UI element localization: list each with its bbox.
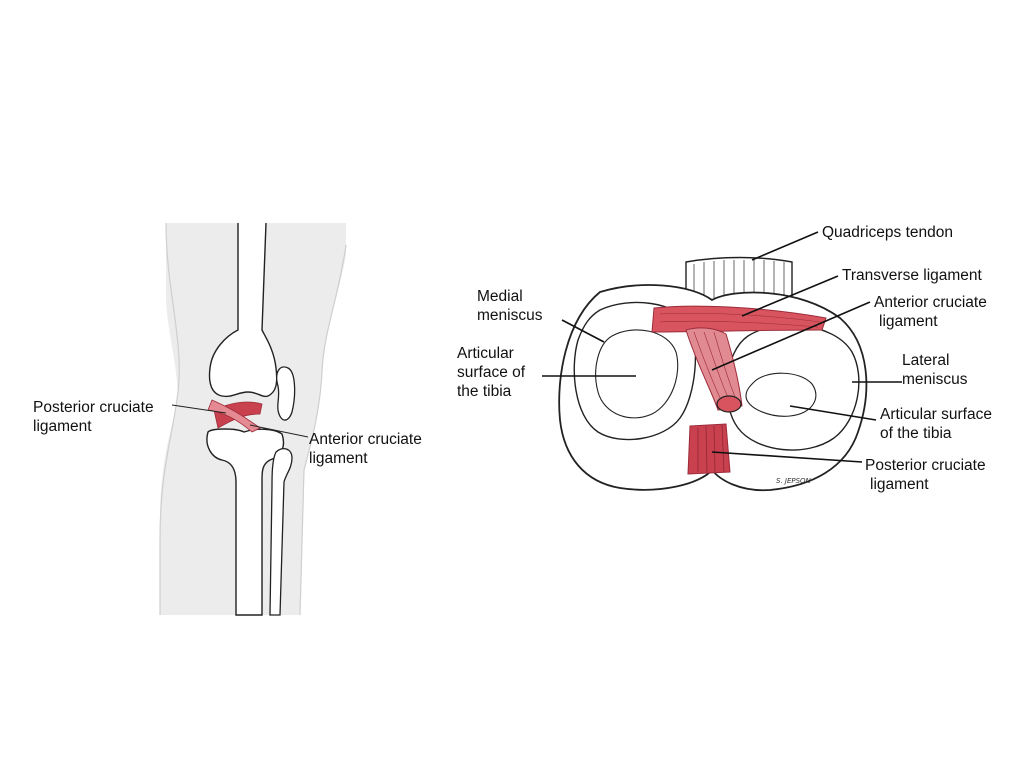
label-articular-surface-medial: Articular surface of the tibia xyxy=(457,345,526,400)
label-articular-surface-lateral: Articular surface of the tibia xyxy=(880,406,992,442)
leader-anterior-cruciate-top xyxy=(711,301,871,371)
knee-front-view xyxy=(159,222,347,616)
label-quadriceps-tendon: Quadriceps tendon xyxy=(822,224,953,241)
label-anterior-cruciate-front: Anterior cruciate ligament xyxy=(309,431,422,467)
quadriceps-tendon-shape xyxy=(685,256,793,301)
leg-lateral-edge xyxy=(299,244,347,616)
leader-posterior-cruciate-front xyxy=(171,404,227,414)
label-anterior-cruciate-top: Anterior cruciate ligament xyxy=(874,294,987,330)
leader-medial-meniscus xyxy=(561,319,605,343)
illustrator-signature: S. JEPSON xyxy=(776,477,811,485)
label-medial-meniscus: Medial meniscus xyxy=(477,288,543,324)
acl-cut-end xyxy=(716,395,742,413)
posterior-cruciate-ligament-top xyxy=(687,423,731,475)
leader-quadriceps-tendon xyxy=(751,231,819,261)
lateral-articular-surface xyxy=(745,372,817,417)
leader-posterior-cruciate-top xyxy=(711,451,863,463)
label-posterior-cruciate-front: Posterior cruciate ligament xyxy=(33,399,154,435)
label-lateral-meniscus: Lateral meniscus xyxy=(902,352,968,388)
fibula-bone xyxy=(269,447,293,616)
label-posterior-cruciate-top: Posterior cruciate ligament xyxy=(865,457,986,493)
leg-silhouette xyxy=(160,223,346,615)
tibia-bone xyxy=(206,428,285,616)
leg-medial-edge xyxy=(159,222,180,615)
label-transverse-ligament: Transverse ligament xyxy=(842,267,982,284)
leader-transverse-ligament xyxy=(741,275,839,317)
tibial-plateau-view xyxy=(542,231,902,492)
leader-articular-surface-lateral xyxy=(789,405,877,421)
leader-anterior-cruciate-front xyxy=(249,424,309,438)
medial-articular-surface xyxy=(595,329,679,419)
patella-bone xyxy=(276,366,296,421)
femur-bone xyxy=(208,222,278,398)
